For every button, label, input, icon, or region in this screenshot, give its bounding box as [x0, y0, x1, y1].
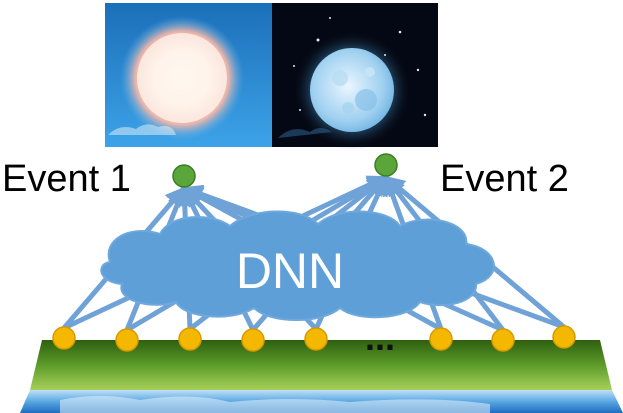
dnn-cloud: DNN	[100, 210, 495, 321]
input-node-5	[304, 327, 328, 351]
event-1-label: Event 1	[2, 158, 131, 200]
output-nodes	[172, 153, 398, 188]
input-node-4	[241, 328, 265, 352]
output-node-2	[374, 153, 398, 177]
input-node-3	[178, 327, 202, 351]
input-nodes	[52, 325, 576, 352]
input-node-6	[429, 327, 453, 351]
night-sky-image	[272, 3, 438, 150]
input-node-8	[552, 325, 576, 349]
input-node-2	[115, 328, 139, 352]
day-sky-image	[105, 3, 272, 147]
ellipsis-label: ...	[365, 317, 395, 358]
event-2-label: Event 2	[440, 158, 569, 200]
input-node-7	[491, 328, 515, 352]
dnn-label: DNN	[236, 243, 344, 299]
output-node-1	[172, 164, 196, 188]
input-node-1	[52, 326, 76, 350]
grass-field-image	[20, 340, 623, 413]
